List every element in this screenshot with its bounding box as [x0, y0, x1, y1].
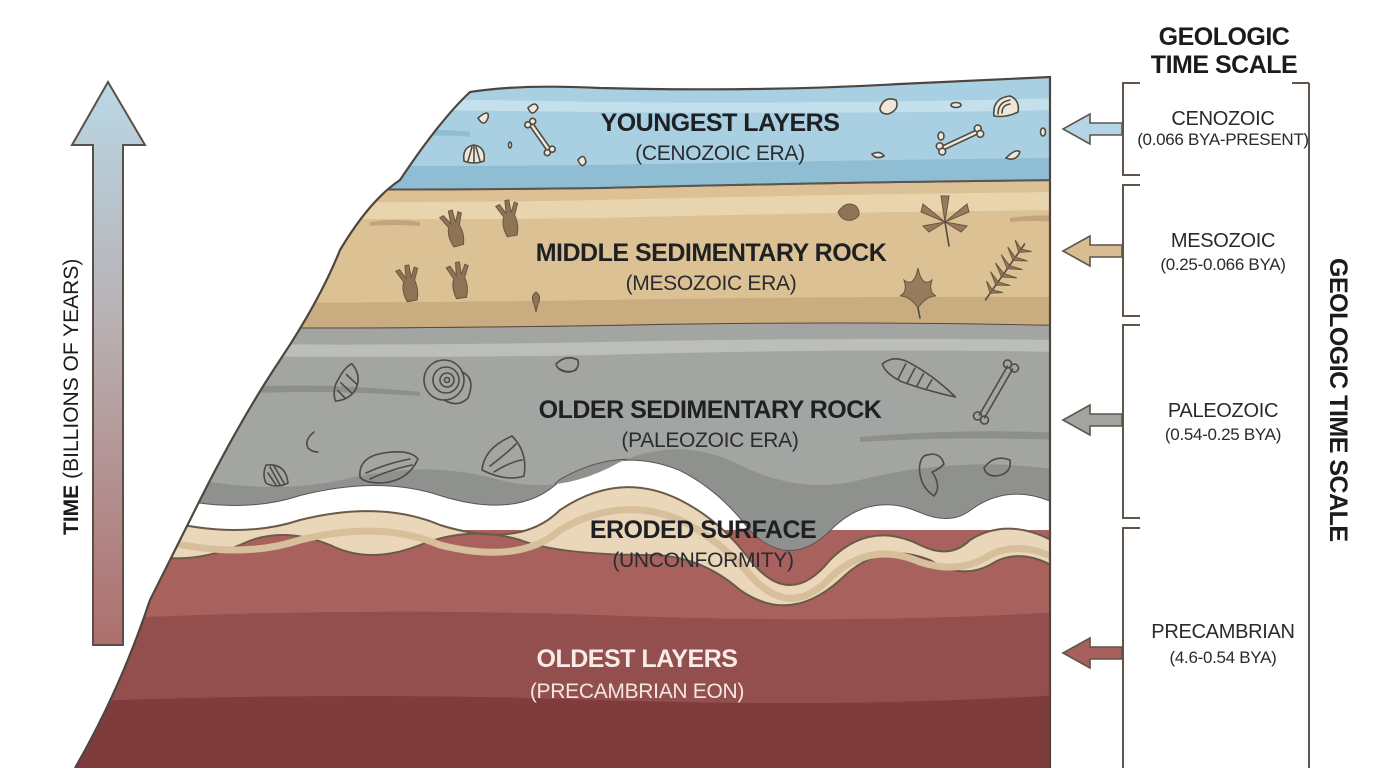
oyster-icon [359, 451, 419, 484]
cenozoic-fossils [462, 95, 1047, 167]
oyster-icon [481, 435, 526, 479]
clam-icon [263, 464, 289, 487]
layer-subtitle: (PRECAMBRIAN EON) [530, 680, 744, 703]
era-range: (0.54-0.25 BYA) [1165, 425, 1281, 444]
layer-label-unconformity: ERODED SURFACE (UNCONFORMITY) [590, 516, 817, 572]
layer-subtitle: (CENOZOIC ERA) [635, 142, 805, 165]
axis-label-bold: TIME [60, 485, 83, 535]
strata-block [75, 77, 1050, 768]
layer-subtitle: (PALEOZOIC ERA) [621, 429, 798, 452]
dinosaur-footprint-icon [394, 264, 419, 303]
arrow-mesozoic [1061, 234, 1123, 268]
layer-label-cenozoic: YOUNGEST LAYERS (CENOZOIC ERA) [601, 109, 840, 165]
bracket-mesozoic [1122, 184, 1140, 317]
layer-unconformity [75, 486, 1050, 607]
fern-icon [984, 239, 1032, 301]
time-scale-heading: GEOLOGIC TIME SCALE [1151, 23, 1298, 79]
strata-block-outline [74, 75, 1052, 768]
shell-fragment-icon [870, 151, 886, 159]
era-name: CENOZOIC [1171, 108, 1274, 130]
dinosaur-footprint-icon [438, 209, 465, 248]
dinosaur-footprint-icon [445, 261, 469, 300]
clam-icon [879, 98, 898, 115]
clam-icon [983, 457, 1012, 477]
layer-title: ERODED SURFACE [590, 516, 816, 544]
bracket-cenozoic [1122, 82, 1140, 176]
bone-icon [935, 124, 985, 156]
hook-fossil-icon [306, 431, 319, 453]
layer-paleozoic [75, 320, 1050, 551]
shell-fragment-icon [527, 103, 539, 114]
pebble-icon [950, 101, 962, 109]
clam-icon [555, 356, 580, 373]
layer-title: YOUNGEST LAYERS [601, 109, 840, 137]
layer-subtitle: (MESOZOIC ERA) [626, 272, 797, 295]
conch-shell-icon [881, 358, 957, 398]
bone-icon [523, 117, 557, 157]
scale-title-line2: TIME SCALE [1151, 51, 1297, 79]
trilobite-icon [918, 453, 945, 497]
shell-fragment-icon [1004, 150, 1021, 160]
dinosaur-footprint-icon [494, 199, 519, 238]
leaf-icon [899, 267, 937, 319]
ammonite-icon [423, 359, 472, 405]
leaf-icon [920, 195, 970, 247]
bracket-paleozoic [1122, 324, 1140, 519]
pebble-icon [1039, 127, 1047, 137]
spiral-shell-icon [333, 362, 359, 402]
era-range: (0.25-0.066 BYA) [1160, 255, 1285, 274]
vertical-title-text: GEOLOGIC TIME SCALE [1324, 258, 1352, 542]
era-precambrian: PRECAMBRIAN (4.6-0.54 BYA) [1151, 621, 1295, 667]
layer-label-mesozoic: MIDDLE SEDIMENTARY ROCK (MESOZOIC ERA) [536, 239, 887, 295]
era-paleozoic: PALEOZOIC (0.54-0.25 BYA) [1165, 400, 1281, 444]
layer-title: OLDEST LAYERS [537, 645, 738, 673]
layer-label-paleozoic: OLDER SEDIMENTARY ROCK (PALEOZOIC ERA) [539, 396, 883, 452]
scale-title-line1: GEOLOGIC [1159, 23, 1290, 51]
layer-title: MIDDLE SEDIMENTARY ROCK [536, 239, 887, 267]
time-axis-label: TIME (BILLIONS OF YEARS) [60, 259, 83, 535]
time-axis-arrow [70, 80, 147, 646]
svg-text:TIME(BILLIONS OF YEARS): TIME (BILLIONS OF YEARS) [60, 259, 83, 535]
tooth-fossil-icon [837, 203, 860, 221]
era-name: PRECAMBRIAN [1151, 621, 1294, 643]
arrow-paleozoic [1061, 403, 1123, 437]
era-range: (4.6-0.54 BYA) [1170, 648, 1277, 667]
axis-label-units: (BILLIONS OF YEARS) [60, 259, 83, 479]
clam-icon [993, 95, 1020, 118]
layer-title: OLDER SEDIMENTARY ROCK [539, 396, 882, 424]
era-cenozoic: CENOZOIC (0.066 BYA-PRESENT) [1137, 108, 1309, 149]
arrow-cenozoic [1061, 112, 1123, 146]
bracket-precambrian [1122, 527, 1140, 768]
paleozoic-fossils [263, 356, 1020, 497]
arrow-precambrian [1061, 636, 1123, 670]
pebble-icon [937, 131, 945, 141]
era-name: PALEOZOIC [1168, 400, 1278, 422]
layer-label-precambrian: OLDEST LAYERS (PRECAMBRIAN EON) [530, 645, 745, 703]
layer-mesozoic [75, 178, 1050, 329]
mesozoic-fossils [394, 195, 1032, 319]
layer-subtitle: (UNCONFORMITY) [612, 549, 793, 572]
era-name: MESOZOIC [1171, 230, 1275, 252]
drip-mark-icon [531, 291, 541, 313]
vertical-scale-title: GEOLOGIC TIME SCALE [1324, 258, 1352, 542]
shell-fragment-icon [577, 155, 587, 167]
pebble-icon [507, 141, 513, 149]
bone-icon [972, 359, 1020, 425]
shell-icon [462, 144, 486, 164]
era-range: (0.066 BYA-PRESENT) [1137, 130, 1309, 149]
shell-fragment-icon [476, 112, 490, 124]
layer-precambrian [75, 530, 1050, 768]
era-mesozoic: MESOZOIC (0.25-0.066 BYA) [1160, 230, 1286, 274]
